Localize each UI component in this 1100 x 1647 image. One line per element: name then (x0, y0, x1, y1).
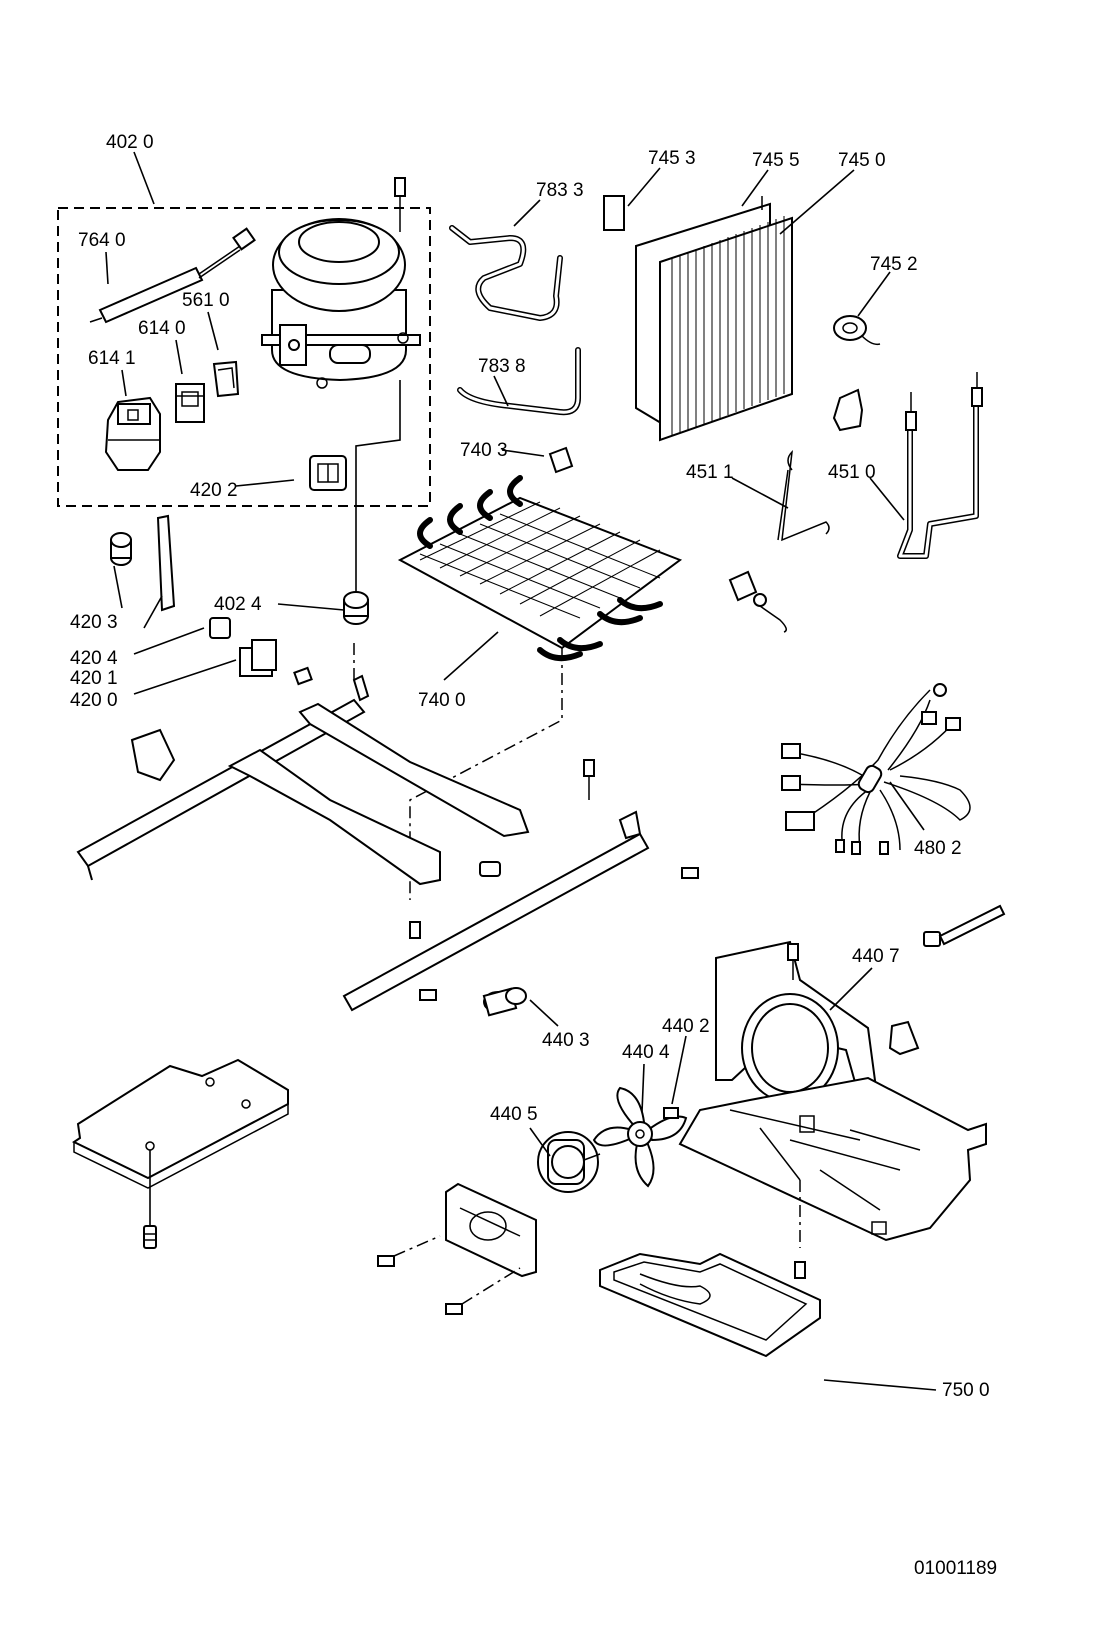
heater-wire[interactable] (777, 449, 830, 542)
fan-shroud[interactable] (678, 940, 987, 1242)
compressor-kit-box (57, 207, 431, 507)
label-6140: 614 0 (138, 318, 186, 339)
drain-clip[interactable] (728, 570, 787, 633)
cover-plate[interactable] (71, 1058, 289, 1189)
label-4511: 451 1 (686, 462, 734, 483)
label-4405: 440 5 (490, 1104, 538, 1125)
label-4203: 420 3 (70, 612, 118, 633)
leader-lines (105, 151, 937, 1391)
drain-pan[interactable] (599, 1252, 821, 1358)
condenser-thermostat[interactable] (833, 315, 881, 346)
frame-screws[interactable] (409, 759, 699, 1001)
callout-labels: 402 0 764 0 561 0 614 0 614 1 420 2 783 … (70, 132, 990, 1401)
label-7500: 750 0 (942, 1380, 990, 1401)
label-4403: 440 3 (542, 1030, 590, 1051)
label-4407: 440 7 (852, 946, 900, 967)
label-7400: 740 0 (418, 690, 466, 711)
label-4404: 440 4 (622, 1042, 670, 1063)
label-4802: 480 2 (914, 838, 962, 859)
compressor-screw[interactable] (394, 177, 406, 232)
base-frame[interactable] (76, 674, 650, 1012)
evaporator-coil[interactable] (397, 475, 683, 662)
evaporator-clip[interactable] (548, 446, 574, 474)
switch-small[interactable] (209, 617, 231, 639)
bracket-screw-line-1 (393, 1235, 441, 1257)
discharge-tube[interactable] (449, 225, 563, 321)
fan-bushing[interactable] (482, 987, 527, 1017)
overload-protector[interactable] (175, 383, 205, 423)
label-7450: 745 0 (838, 150, 886, 171)
switch-assembly[interactable] (239, 639, 313, 686)
label-4201: 420 1 (70, 668, 118, 689)
label-7403: 740 3 (460, 440, 508, 461)
cable-tie[interactable] (923, 904, 1006, 947)
rubber-mount[interactable] (343, 591, 369, 625)
cover-screw[interactable] (143, 1225, 157, 1249)
label-4402: 440 2 (662, 1016, 710, 1037)
filter-drier[interactable] (89, 227, 256, 324)
drain-hose[interactable] (156, 514, 176, 612)
label-7455: 745 5 (752, 150, 800, 171)
label-7452: 745 2 (870, 254, 918, 275)
label-7640: 764 0 (78, 230, 126, 251)
diagram-id: 01001189 (914, 1558, 997, 1579)
fan-blade[interactable] (592, 1086, 688, 1188)
grommet[interactable] (110, 532, 132, 566)
label-4020: 402 0 (106, 132, 154, 153)
tube-clip[interactable] (832, 388, 864, 432)
label-7453: 745 3 (648, 148, 696, 169)
label-4200: 420 0 (70, 690, 118, 711)
start-relay[interactable] (104, 396, 161, 471)
condenser-assembly[interactable] (603, 195, 793, 442)
fan-motor[interactable] (537, 1131, 601, 1193)
label-4204: 420 4 (70, 648, 118, 669)
condenser-fins (671, 216, 785, 436)
fan-motor-bracket[interactable] (445, 1182, 537, 1278)
shroud-bottom-screw[interactable] (794, 1261, 806, 1279)
label-5610: 561 0 (182, 290, 230, 311)
compressor-kit-group (57, 177, 431, 610)
wire-nut[interactable] (888, 1020, 920, 1056)
condenser-bracket[interactable] (603, 195, 625, 231)
bracket-screws[interactable] (377, 1255, 463, 1315)
label-4202: 420 2 (190, 480, 238, 501)
label-4510: 451 0 (828, 462, 876, 483)
bracket-screw-line-2 (461, 1267, 521, 1305)
terminal-cover[interactable] (309, 455, 347, 491)
label-6141: 614 1 (88, 348, 136, 369)
compressor[interactable] (261, 218, 421, 389)
capillary-tube[interactable] (897, 372, 983, 559)
label-7838: 783 8 (478, 356, 526, 377)
label-4024: 402 4 (214, 594, 262, 615)
suction-tube[interactable] (457, 347, 581, 416)
compressor-ground-wire (355, 380, 401, 610)
wire-harness[interactable] (781, 683, 971, 855)
label-7833: 783 3 (536, 180, 584, 201)
capacitor-clip[interactable] (212, 360, 240, 398)
